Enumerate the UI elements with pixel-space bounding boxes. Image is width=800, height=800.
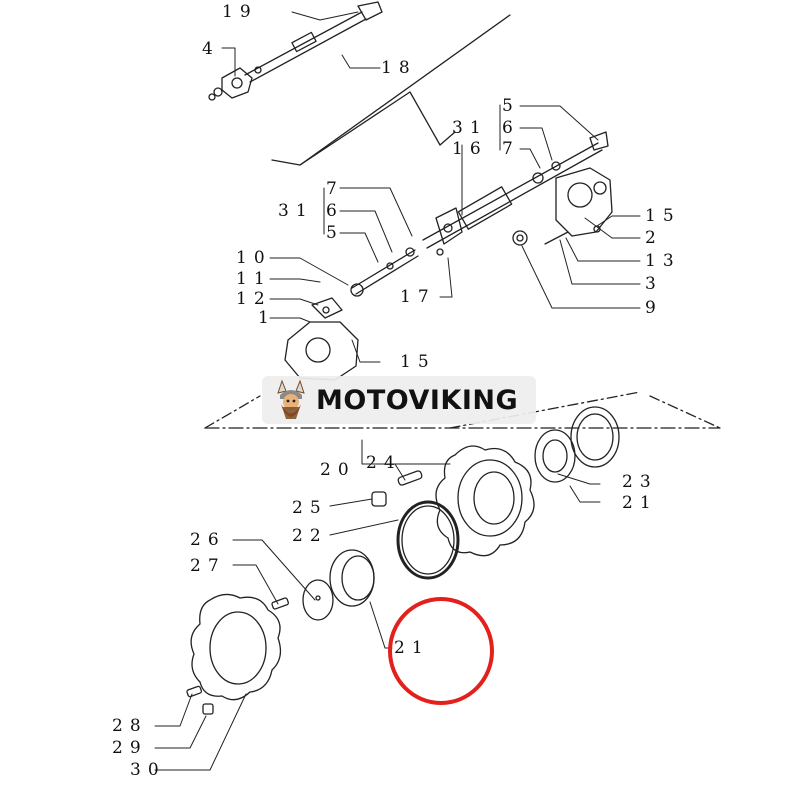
callout-7-lower: 7 [326, 179, 344, 199]
callout-17: 17 [400, 287, 436, 307]
end-cover [190, 593, 282, 701]
upper-shaft-assembly [208, 1, 383, 101]
bearing-left [302, 549, 375, 621]
callout-10: 10 [236, 248, 272, 268]
watermark-banner: MOTOVIKING [262, 376, 536, 424]
callout-15-right: 15 [645, 206, 681, 226]
callout-27: 27 [190, 556, 226, 576]
callout-26: 26 [190, 530, 226, 550]
callout-29: 29 [112, 738, 148, 758]
callout-20: 20 [320, 460, 356, 480]
callout-30: 30 [130, 760, 166, 780]
highlight-circle [388, 597, 494, 705]
callout-31-lower: 31 [278, 201, 314, 221]
callout-18: 18 [381, 58, 417, 78]
o-ring [396, 500, 460, 580]
callout-22: 22 [292, 526, 328, 546]
callout-25: 25 [292, 498, 328, 518]
callout-11: 11 [236, 269, 272, 289]
callout-5-lower: 5 [326, 223, 344, 243]
callout-13: 13 [645, 251, 681, 271]
callout-9: 9 [645, 298, 663, 318]
callout-19: 19 [222, 2, 258, 22]
callout-24: 24 [366, 453, 402, 473]
callout-4: 4 [202, 39, 220, 59]
hub-housing [435, 445, 535, 557]
viking-logo-icon [277, 379, 305, 419]
callout-2: 2 [645, 228, 663, 248]
right-gear-housing [512, 167, 613, 246]
callout-23: 23 [622, 472, 658, 492]
callout-15-left: 15 [400, 352, 436, 372]
callout-5-upper: 5 [502, 96, 520, 116]
callout-16: 16 [452, 139, 488, 159]
middle-drive-shaft [422, 131, 609, 256]
bearing-ring-right [534, 406, 620, 483]
callout-6-upper: 6 [502, 118, 520, 138]
callout-12: 12 [236, 289, 272, 309]
callout-7-upper: 7 [502, 139, 520, 159]
watermark-brand-text: MOTOVIKING [316, 384, 519, 416]
callout-28: 28 [112, 716, 148, 736]
callout-6-lower: 6 [326, 201, 344, 221]
callout-21-right: 21 [622, 493, 658, 513]
left-gearbox [284, 247, 419, 381]
callout-31-upper: 31 [452, 118, 488, 138]
callout-1: 1 [258, 308, 276, 328]
callout-3: 3 [645, 274, 663, 294]
